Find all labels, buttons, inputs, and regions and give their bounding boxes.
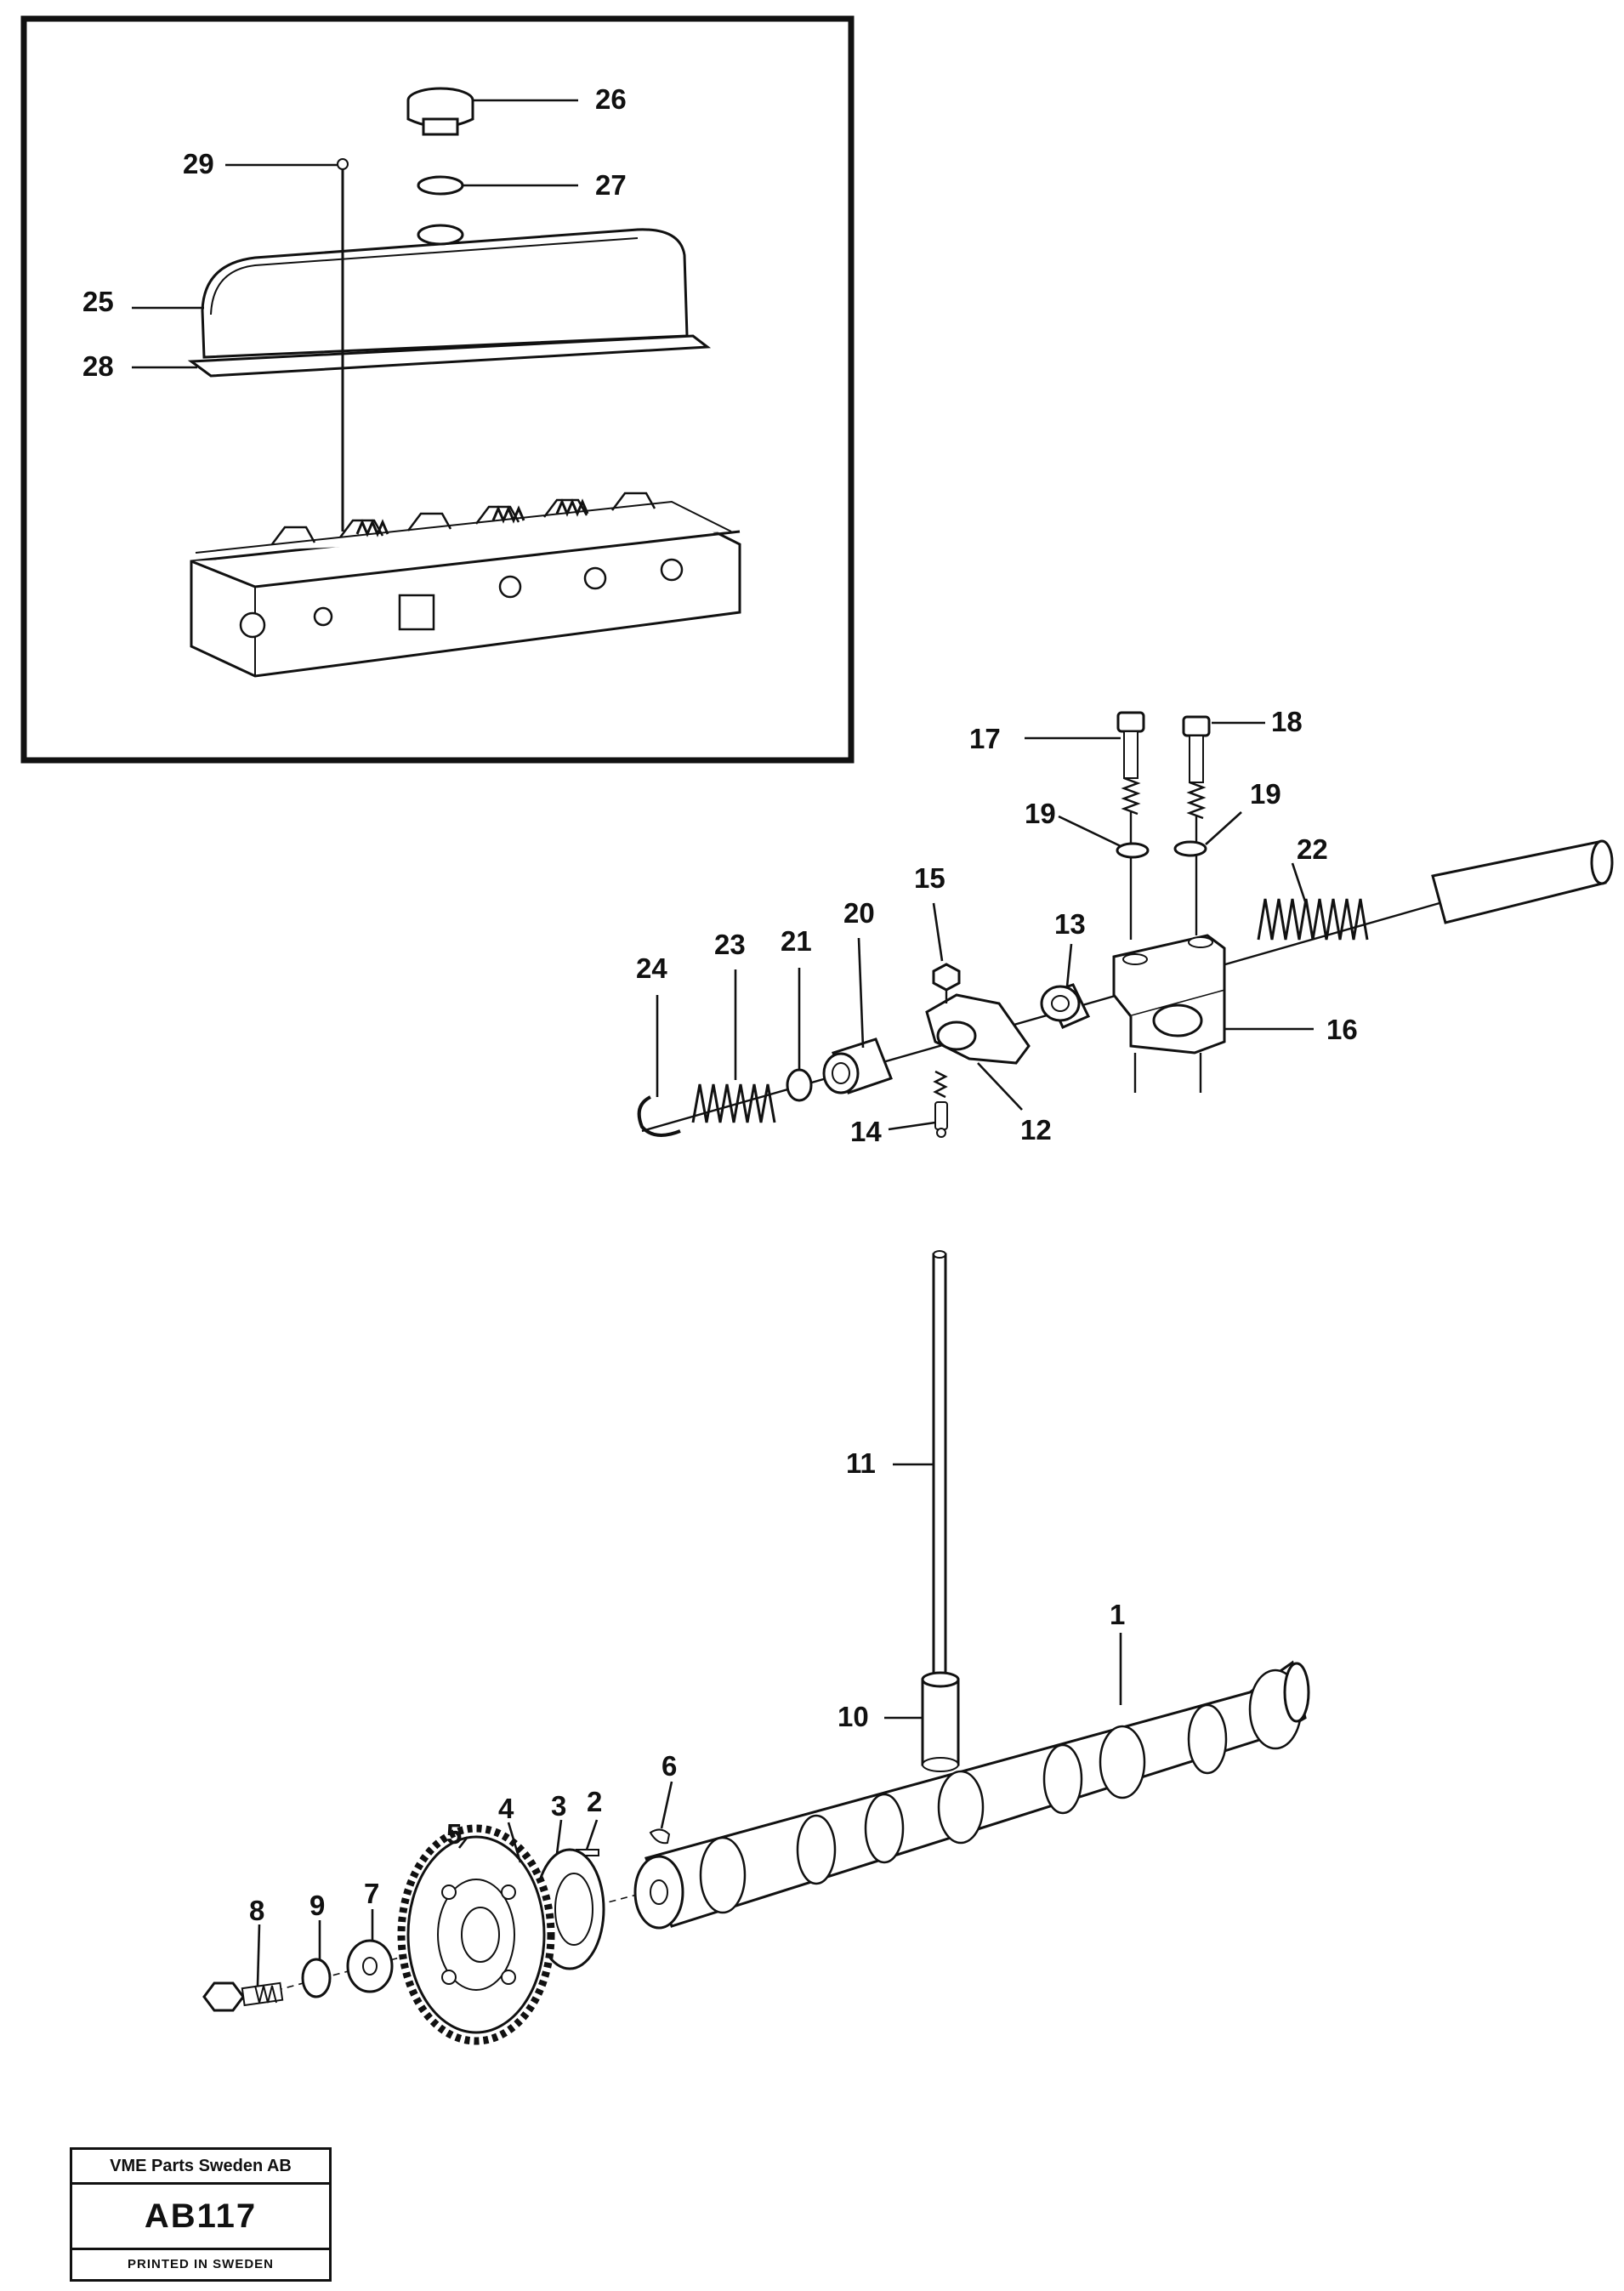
callout-10: 10 — [838, 1701, 869, 1732]
callout-6: 6 — [662, 1750, 677, 1782]
title-stamp: VME Parts Sweden AB AB117 PRINTED IN SWE… — [70, 2147, 332, 2282]
callout-28: 28 — [82, 350, 114, 382]
callout-8: 8 — [249, 1895, 264, 1926]
bolt-17 — [1116, 711, 1145, 940]
inset-frame — [20, 15, 855, 764]
callout-9: 9 — [309, 1890, 325, 1921]
callout-2: 2 — [587, 1786, 602, 1817]
bushing-13 — [1040, 983, 1091, 1029]
callout-19-left: 19 — [1025, 798, 1056, 829]
callout-27: 27 — [595, 169, 627, 201]
stamp-footer: PRINTED IN SWEDEN — [127, 2257, 274, 2271]
nut-15 — [932, 963, 961, 1003]
circlip-24 — [637, 1095, 681, 1137]
callout-21: 21 — [781, 925, 812, 957]
callout-29: 29 — [183, 148, 214, 179]
callout-16: 16 — [1326, 1014, 1358, 1045]
bushing-20 — [822, 1037, 893, 1094]
bolt-18 — [1182, 715, 1211, 935]
callout-22: 22 — [1297, 833, 1328, 865]
rocker-cover-gasket — [187, 334, 712, 378]
callout-23: 23 — [714, 929, 746, 960]
rocker-arm — [925, 993, 1031, 1065]
lock-washer-9 — [301, 1958, 332, 1998]
filler-seal-ring — [417, 175, 464, 196]
callout-19-right: 19 — [1250, 778, 1281, 810]
camshaft-bolt — [202, 1981, 284, 2012]
filler-seal-ring-2 — [417, 224, 464, 246]
callout-25: 25 — [82, 286, 114, 317]
cylinder-head — [190, 492, 741, 678]
spring-22 — [1257, 898, 1369, 941]
callout-20: 20 — [843, 897, 875, 929]
rocker-shaft — [1431, 839, 1614, 924]
washer-21 — [786, 1068, 813, 1102]
callout-14: 14 — [850, 1116, 882, 1147]
washer-19-left — [1116, 842, 1150, 859]
rocker-cover — [201, 228, 689, 359]
stamp-drawing-code: AB117 — [72, 2185, 329, 2250]
camshaft — [633, 1660, 1310, 1930]
camshaft-timing-gear — [397, 1824, 555, 2045]
callout-24: 24 — [636, 952, 667, 984]
callout-12: 12 — [1020, 1114, 1052, 1146]
woodruff-key — [649, 1828, 671, 1845]
oil-filler-cap — [406, 87, 474, 136]
spring-23 — [691, 1083, 776, 1123]
valve-tappet — [921, 1671, 960, 1772]
callout-1: 1 — [1110, 1599, 1125, 1630]
callout-15: 15 — [914, 862, 945, 894]
callout-26: 26 — [595, 83, 627, 115]
callout-7: 7 — [364, 1878, 379, 1909]
callout-17: 17 — [969, 723, 1001, 754]
adjusting-screw-14 — [933, 1070, 948, 1138]
callout-5: 5 — [446, 1818, 462, 1850]
callout-4: 4 — [498, 1793, 514, 1824]
callout-11: 11 — [846, 1447, 876, 1479]
push-rod — [932, 1250, 947, 1681]
stamp-company: VME Parts Sweden AB — [72, 2150, 329, 2185]
rocker-bracket — [1112, 934, 1226, 1093]
callout-13: 13 — [1054, 908, 1086, 940]
washer-19-right — [1173, 840, 1207, 857]
callout-3: 3 — [551, 1790, 566, 1822]
washer-7 — [346, 1939, 394, 1993]
callout-18: 18 — [1271, 706, 1303, 737]
